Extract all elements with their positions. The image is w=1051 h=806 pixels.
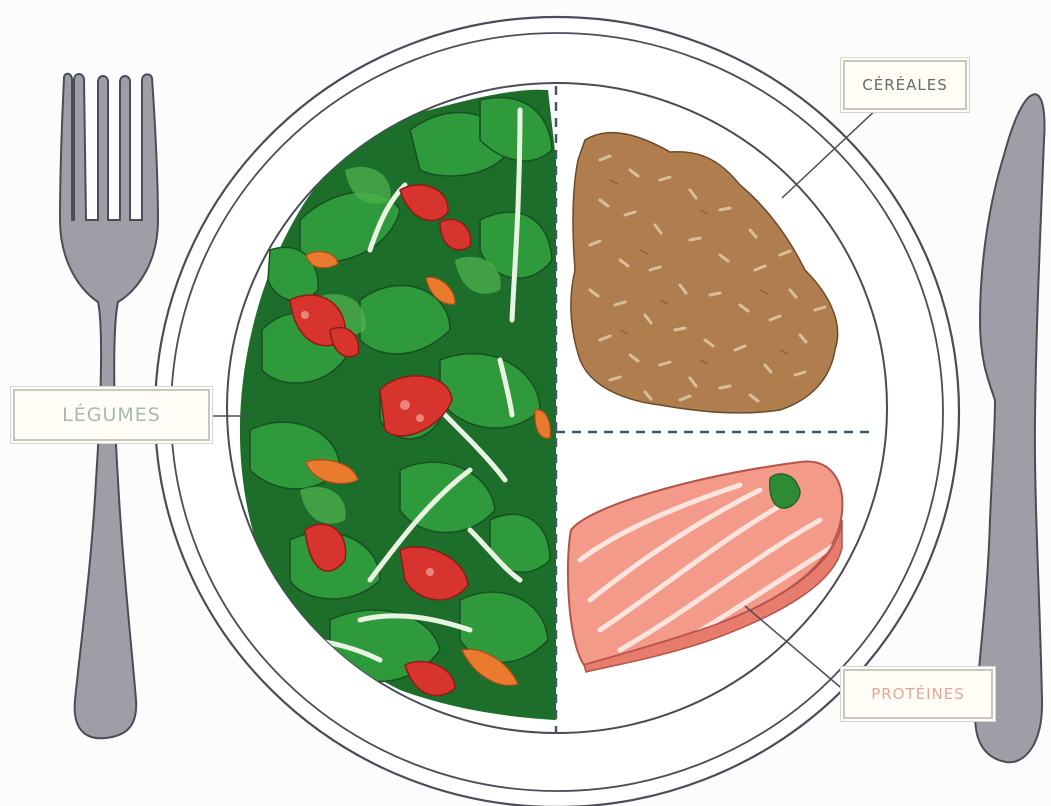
vegetables-label: LÉGUMES	[13, 389, 210, 441]
proteins-label: PROTÉINES	[843, 669, 993, 719]
knife-icon	[975, 94, 1044, 762]
cereals-label: CÉRÉALES	[843, 60, 967, 110]
